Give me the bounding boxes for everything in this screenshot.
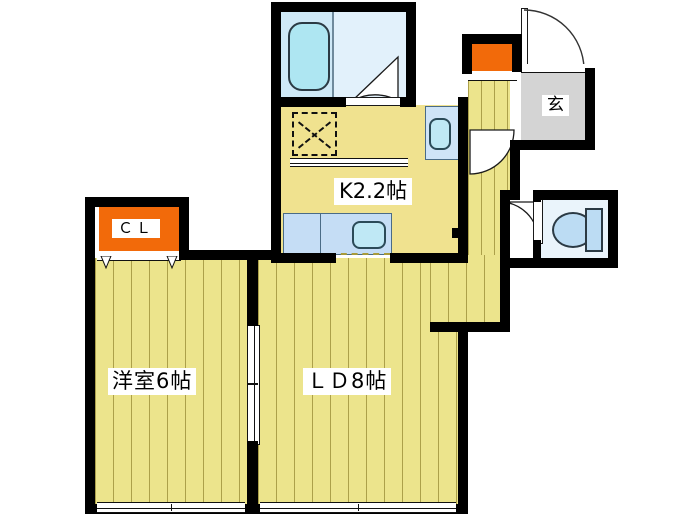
- sliding-door-handle[interactable]: [247, 383, 258, 385]
- closet-label: ＣＬ: [112, 219, 161, 238]
- ld-wall-top-left: [179, 250, 281, 260]
- washroom-wall-left: [271, 107, 281, 255]
- living-dining-floor-upper: [430, 255, 510, 330]
- kitchen-window-mullion: [290, 162, 408, 164]
- vanity-sink-basin: [429, 118, 451, 150]
- toilet-tank: [585, 208, 603, 252]
- entrance-door-swing-arc: [523, 9, 585, 69]
- western-room-wall-top: [85, 197, 189, 207]
- corridor-wall-top: [462, 34, 522, 44]
- western-room-window[interactable]: [97, 502, 245, 513]
- toilet-door-swing[interactable]: [485, 200, 540, 242]
- kitchen-wall-bottom: [271, 253, 336, 263]
- sliding-door-seam: [253, 326, 255, 444]
- bath-wall-right: [406, 2, 416, 105]
- kitchen-sink-basin: [352, 221, 386, 249]
- western-window-tick: [171, 504, 172, 511]
- ld-wall-step-bottom: [430, 322, 510, 332]
- ld-window-tick: [358, 504, 359, 511]
- bath-wall-left: [271, 2, 281, 107]
- genkan-label: 玄: [542, 95, 569, 116]
- corridor-wall-right-genkan: [512, 34, 522, 72]
- living-dining-label: ＬＤ8帖: [303, 368, 392, 395]
- bath-wall-top: [271, 2, 416, 12]
- western-room-wall-left: [85, 197, 95, 514]
- toilet-wall-right: [608, 190, 618, 268]
- kitchen-wall-right: [458, 160, 468, 235]
- closet-wall-right: [179, 197, 189, 260]
- washing-machine-space: [292, 112, 337, 156]
- bath-wall-bottom-right: [400, 97, 416, 107]
- room-sliding-door[interactable]: [247, 325, 260, 445]
- toilet-wall-left: [533, 190, 541, 202]
- toilet-door-panel[interactable]: [533, 198, 543, 244]
- shoe-cabinet-opening: [468, 71, 517, 81]
- bath-wall-bottom-left: [271, 97, 346, 107]
- bath-door-swing[interactable]: [340, 55, 400, 103]
- corridor-wall-right-mid: [510, 140, 520, 200]
- kitchen-counter-sill: [330, 253, 390, 255]
- toilet-wall-left-lower: [533, 240, 541, 262]
- kitchen-window: [290, 158, 408, 167]
- bath-door-panel[interactable]: [344, 97, 404, 106]
- entrance-threshold: [521, 64, 593, 73]
- genkan-wall-bottom: [510, 140, 595, 150]
- closet-door-opening: [97, 251, 181, 261]
- toilet-wall-top: [533, 190, 618, 200]
- bathtub: [288, 22, 330, 91]
- kitchen-wall-bottom-right: [390, 253, 468, 263]
- shoe-cabinet: [470, 44, 515, 71]
- living-dining-window[interactable]: [260, 502, 456, 513]
- toilet-wall-bottom: [510, 258, 618, 268]
- room-divider-wall-upper: [247, 258, 258, 326]
- western-room-label: 洋室6帖: [108, 368, 197, 395]
- corridor-wall-left-upper: [462, 34, 472, 74]
- ld-wall-right-upper: [500, 190, 510, 268]
- room-divider-wall-lower: [247, 441, 258, 514]
- kitchen-counter-divider: [320, 213, 321, 253]
- genkan-wall-right: [585, 68, 595, 150]
- bath-tub-divider: [332, 12, 334, 97]
- ld-wall-right: [500, 258, 510, 330]
- corridor-door-swing[interactable]: [468, 128, 516, 176]
- kitchen-label: K2.2帖: [334, 178, 413, 205]
- washroom-wall-right-upper: [458, 97, 468, 160]
- ld-wall-right-lower: [458, 322, 468, 514]
- ld-wall-upper-notch: [458, 228, 468, 262]
- closet-door-arrow-icon: [100, 256, 178, 270]
